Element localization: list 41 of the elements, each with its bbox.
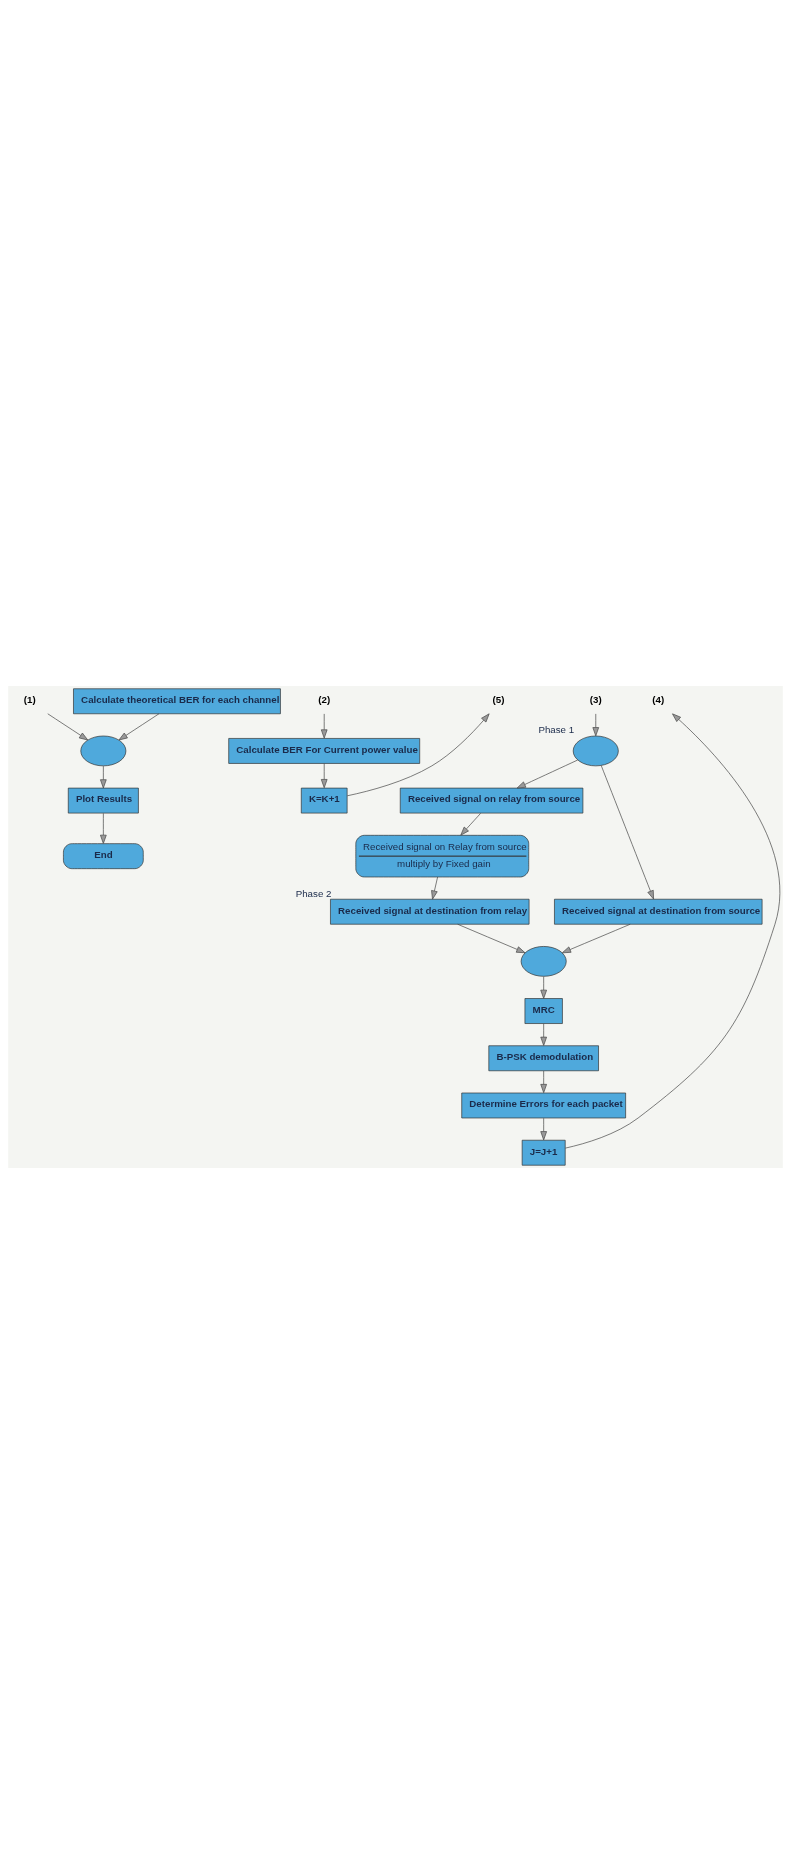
node-text: (2) — [318, 693, 331, 705]
arrow — [540, 975, 547, 999]
arrow — [540, 1117, 547, 1140]
arrow — [431, 876, 438, 900]
node-box: B-PSK demodulation — [488, 1044, 599, 1071]
node-box: K=K+1 — [300, 787, 348, 813]
arrow — [600, 764, 654, 899]
node-text: (4) — [652, 693, 665, 705]
node-label: Phase 2 — [295, 887, 332, 899]
node-label: Phase 1 — [538, 723, 575, 735]
node-box: Received signal on relay from source — [399, 787, 584, 813]
arrow — [565, 713, 780, 1148]
arrow — [346, 712, 490, 796]
node-box: MRC — [524, 997, 563, 1024]
arrow — [100, 812, 107, 844]
arrow — [540, 1022, 547, 1046]
arrow — [320, 762, 328, 788]
arrow — [118, 712, 160, 740]
node-text: (5) — [492, 693, 505, 705]
node-box: Received signal at destination from source — [554, 898, 763, 925]
arrow — [561, 923, 631, 953]
node-text: (1) — [23, 693, 36, 705]
node-box: Calculate theoretical BER for each channel — [73, 687, 281, 714]
arrow — [516, 759, 578, 788]
node-box: End — [63, 842, 144, 869]
node-circle — [80, 735, 127, 766]
arrow — [47, 712, 89, 740]
node-box: Plot Results — [67, 787, 139, 813]
node-circle — [520, 945, 567, 977]
node-box: J=J+1 — [521, 1139, 566, 1166]
node-box: Determine Errors for each packet — [461, 1092, 626, 1118]
arrow — [592, 713, 600, 736]
node-box: Calculate BER For Current power value — [228, 737, 421, 764]
node-box: Received signal at destination from relay — [330, 898, 530, 925]
node-text: (3) — [589, 693, 602, 705]
node-circle — [572, 735, 619, 766]
arrow — [100, 765, 107, 788]
arrow — [460, 812, 481, 836]
arrow — [457, 923, 526, 953]
arrow — [540, 1070, 547, 1093]
arrow — [320, 713, 328, 738]
